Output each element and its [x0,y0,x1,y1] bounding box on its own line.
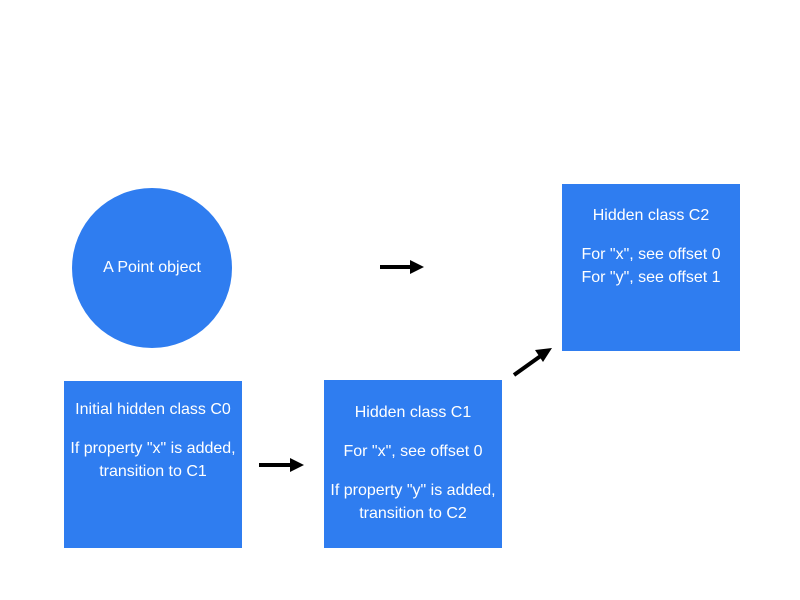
hidden-class-c2-node: Hidden class C2 For "x", see offset 0 Fo… [562,184,740,351]
c2-offset-x: For "x", see offset 0 [581,246,721,263]
c2-offset-y: For "y", see offset 1 [581,269,721,286]
arrow-c0-to-c1 [259,458,304,472]
c1-offset-x: For "x", see offset 0 [343,443,483,460]
c0-transition-line2: transition to C1 [99,463,207,480]
c1-title: Hidden class C1 [354,404,472,421]
c0-transition-line1: If property "x" is added, [70,440,236,457]
c1-transition-line2: transition to C2 [359,505,467,522]
c0-title: Initial hidden class C0 [75,401,231,418]
arrow-point-to-c2 [380,260,424,274]
c1-transition-line1: If property "y" is added, [330,482,496,499]
point-object-label: A Point object [103,259,201,276]
hidden-class-c1-node: Hidden class C1 For "x", see offset 0 If… [324,380,502,548]
c2-title: Hidden class C2 [592,207,710,224]
hidden-class-c0-node: Initial hidden class C0 If property "x" … [64,381,242,548]
point-object-node: A Point object [72,188,232,348]
arrow-c1-to-c2 [512,348,552,377]
